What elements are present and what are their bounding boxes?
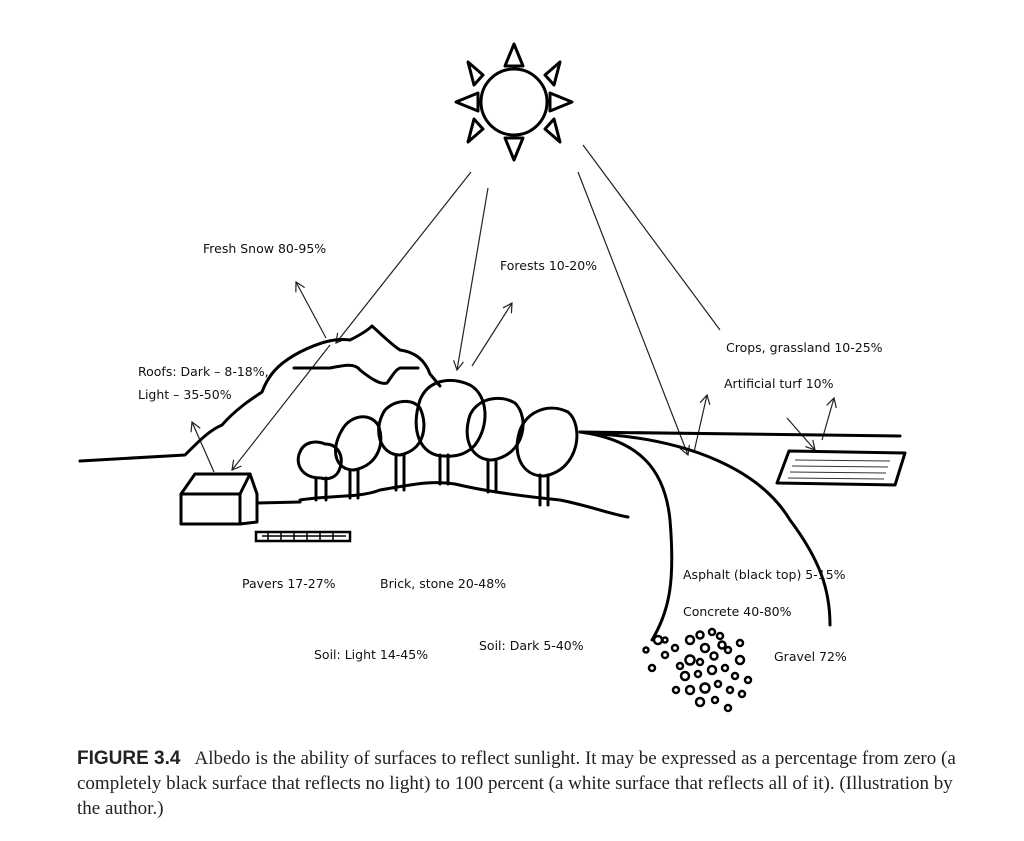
labels: Fresh Snow 80-95% Forests 10-20% Roofs: … xyxy=(138,241,883,664)
pavers xyxy=(254,530,352,543)
house xyxy=(179,472,302,526)
gravel-pebble xyxy=(642,646,650,654)
gravel-pebble xyxy=(713,679,723,689)
caption-text: Albedo is the ability of surfaces to ref… xyxy=(77,748,956,819)
label-fresh-snow: Fresh Snow 80-95% xyxy=(203,241,326,256)
figure-number: FIGURE 3.4 xyxy=(77,748,181,769)
mountain xyxy=(78,324,902,463)
label-roofs-1: Roofs: Dark – 8-18%, xyxy=(138,364,269,379)
gravel-pebble xyxy=(709,651,719,661)
label-pavers: Pavers 17-27% xyxy=(242,576,336,591)
label-concrete: Concrete 40-80% xyxy=(683,604,792,619)
gravel-pebble xyxy=(710,695,720,705)
roads xyxy=(578,430,832,642)
gravel-pebble xyxy=(699,682,711,694)
label-gravel: Gravel 72% xyxy=(774,649,847,664)
gravel-pebble xyxy=(723,645,733,655)
label-roofs-2: Light – 35-50% xyxy=(138,387,232,402)
reflected-rays xyxy=(190,280,837,473)
gravel-pebble xyxy=(707,627,717,637)
label-brick-stone: Brick, stone 20-48% xyxy=(380,576,506,591)
gravel-pebble xyxy=(743,675,753,685)
label-soil-dark: Soil: Dark 5-40% xyxy=(479,638,584,653)
gravel-pebble xyxy=(661,636,669,644)
gravel-pebble xyxy=(730,671,740,681)
gravel-pebble xyxy=(684,654,696,666)
gravel-pebble xyxy=(679,670,691,682)
gravel-pebble xyxy=(660,650,670,660)
label-soil-light: Soil: Light 14-45% xyxy=(314,647,428,662)
label-forests: Forests 10-20% xyxy=(500,258,597,273)
gravel-pebble xyxy=(725,685,735,695)
gravel-pebble xyxy=(737,689,747,699)
gravel-pebble xyxy=(720,663,730,673)
gravel-pebble xyxy=(695,630,705,640)
sun-icon xyxy=(454,42,574,162)
gravel-pebble xyxy=(715,631,725,641)
gravel-pebble xyxy=(734,654,746,666)
gravel-pebble xyxy=(706,664,718,676)
trees xyxy=(296,378,579,507)
gravel-pebble xyxy=(699,642,711,654)
label-asphalt: Asphalt (black top) 5-15% xyxy=(683,567,846,582)
gravel-pebble xyxy=(670,643,680,653)
gravel-pebble xyxy=(694,696,706,708)
gravel-pebble xyxy=(684,684,696,696)
gravel xyxy=(642,627,753,713)
gravel-pebble xyxy=(735,638,745,648)
gravel-pebble xyxy=(652,634,664,646)
gravel-pebble xyxy=(671,685,681,695)
label-artificial-turf: Artificial turf 10% xyxy=(724,376,834,391)
gravel-pebble xyxy=(684,634,696,646)
gravel-pebble xyxy=(647,663,657,673)
gravel-pebble xyxy=(675,661,685,671)
gravel-pebble xyxy=(717,640,727,650)
label-crops: Crops, grassland 10-25% xyxy=(726,340,883,355)
gravel-pebble xyxy=(693,669,703,679)
artificial-turf xyxy=(775,449,907,487)
gravel-pebble xyxy=(723,703,733,713)
gravel-pebble xyxy=(695,657,705,667)
sun-rays xyxy=(231,144,721,471)
